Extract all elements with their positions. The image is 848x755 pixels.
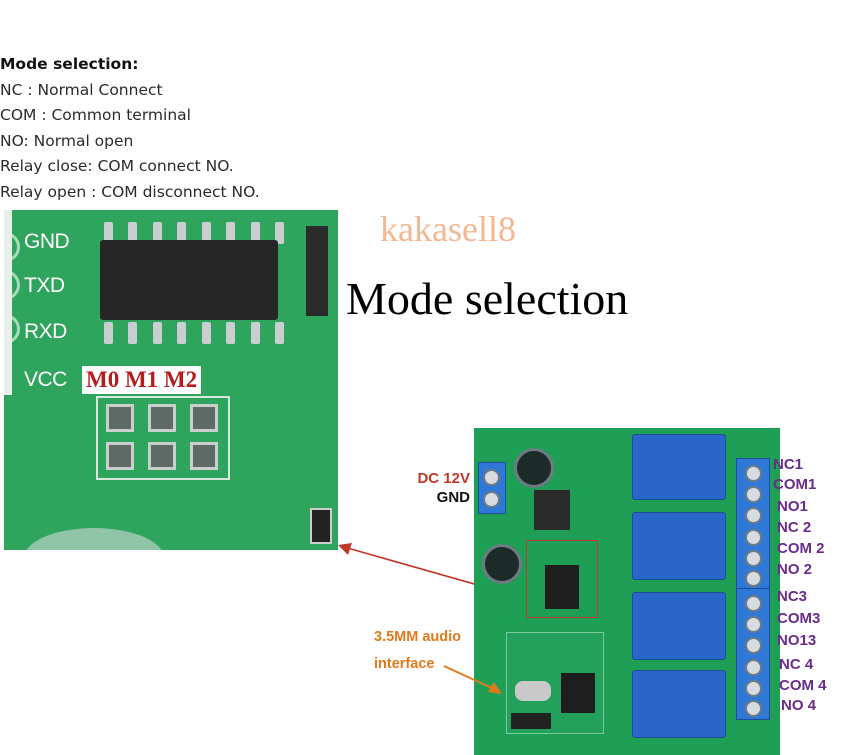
voltage-regulator [534,490,570,530]
jumper-block-p5 [96,396,230,480]
jumper-pad [148,404,176,432]
round-component [24,528,164,550]
pcb-closeup-photo: GND TXD RXD VCC M0 M1 M2 [4,210,338,550]
terminal-label-nc3: NC3 [777,588,808,605]
heading: Mode selection [346,273,629,324]
terminal-label-com1: COM1 [773,476,817,493]
jumper-pad [190,442,218,470]
audio-label-line1: 3.5MM audio [374,629,462,645]
terminal-label-nc4: NC 4 [779,656,814,673]
terminal-label-com2: COM 2 [777,540,825,557]
output-terminal-3-4 [736,588,770,720]
audio-arrow [443,665,502,694]
jumper-pad [148,442,176,470]
relay-1 [632,434,726,500]
audio-label-line2: interface [374,656,435,672]
dc-12v-label: DC 12V [417,470,470,487]
relay-board-photo [474,428,780,755]
jumper-pad [106,404,134,432]
capacitor-c8 [310,508,332,544]
audio-jack-pins [511,713,551,729]
highlight-box [526,540,598,618]
output-terminal-1-2 [736,458,770,590]
pin-label-txd: TXD [24,274,65,297]
gnd-label: GND [436,489,470,506]
pin-label-rxd: RXD [24,320,67,343]
description-title: Mode selection: [0,55,139,73]
audio-module [506,632,604,734]
terminal-label-no2: NO 2 [777,561,813,578]
ic-top-legs [104,222,284,250]
jumper-pad [190,404,218,432]
crystal [515,681,551,701]
jumper-pad [106,442,134,470]
terminal-label-nc1: NC1 [773,456,804,473]
terminal-label-com4: COM 4 [779,677,827,694]
relay-2 [632,512,726,580]
pin-label-vcc: VCC [24,368,67,391]
ic-chip [545,565,579,609]
mode-pin-label: M0 M1 M2 [82,366,202,394]
ic-chip [100,240,278,320]
description-line: Relay close: COM connect NO. [0,157,234,175]
terminal-label-no13: NO13 [777,632,817,649]
description-line: COM : Common terminal [0,106,191,124]
relay-3 [632,592,726,660]
description-line: NO: Normal open [0,131,134,150]
ic-chip [561,673,595,713]
smd-component [306,226,328,316]
mode-description: Mode selection: NC : Normal Connect COM … [0,52,260,205]
capacitor [482,544,522,584]
watermark: kakasell8 [380,209,516,249]
description-line: Relay open : COM disconnect NO. [0,182,260,201]
description-line: NC : Normal Connect [0,80,163,99]
board-edge [4,210,12,395]
terminal-label-no1: NO1 [777,498,808,515]
terminal-label-nc2: NC 2 [777,519,812,536]
power-terminal [478,462,506,514]
ic-bottom-legs [104,322,284,352]
pin-label-gnd: GND [24,230,70,253]
relay-4 [632,670,726,738]
terminal-label-no4: NO 4 [781,697,817,714]
terminal-label-com3: COM3 [777,610,821,627]
capacitor [514,448,554,488]
